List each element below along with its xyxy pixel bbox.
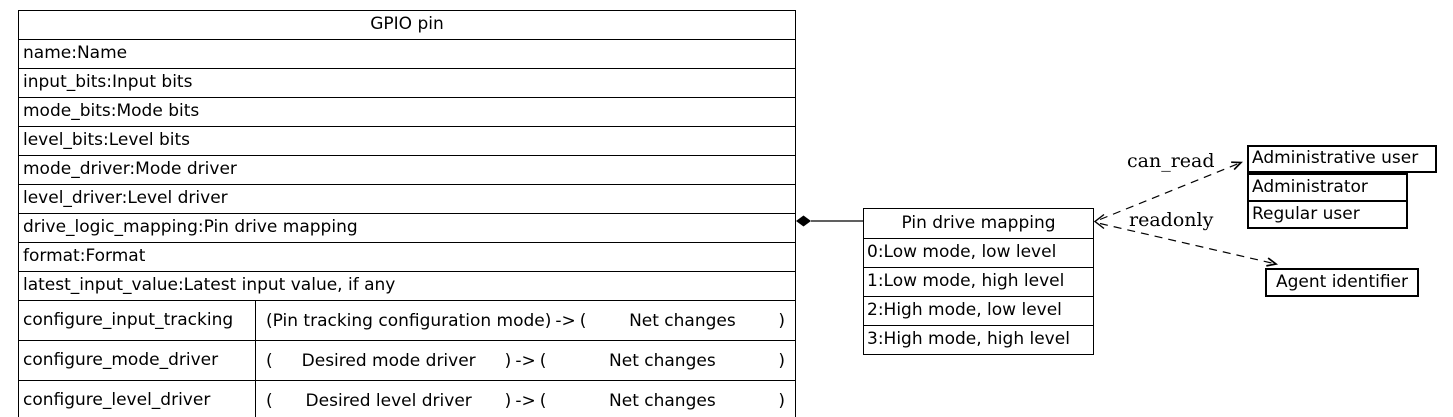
method-param: Pin tracking configuration mode [272,310,545,331]
method-signature: ( Pin tracking configuration mode ) -> (… [256,301,795,340]
can-read-edge-label: can_read [1127,150,1215,172]
pin-drive-mapping-enum: Pin drive mapping 0:Low mode, low level … [863,208,1094,355]
arrow-token: -> [555,310,576,331]
attribute-row: level_driver:Level driver [19,185,795,214]
paren-close: ) [504,390,512,411]
paren-close: ) [778,350,786,371]
enum-value-row: 0:Low mode, low level [864,239,1093,268]
paren-open: ( [539,390,547,411]
attribute-row: latest_input_value:Latest input value, i… [19,272,795,301]
paren-close: ) [778,310,785,331]
readonly-edge-label: readonly [1129,209,1214,231]
attribute-row: mode_bits:Mode bits [19,98,795,127]
paren-open: ( [266,310,273,331]
attribute-row: level_bits:Level bits [19,127,795,156]
method-name: configure_input_tracking [19,301,256,340]
paren-close: ) [504,350,512,371]
paren-open: ( [266,390,273,411]
method-result: Net changes [629,310,736,331]
enum-value-row: 1:Low mode, high level [864,268,1093,297]
role-row: Administrator [1249,175,1406,202]
role-row: Regular user [1252,204,1360,224]
gpio-pin-title: GPIO pin [19,11,795,40]
agent-identifier-node: Agent identifier [1265,268,1419,297]
attribute-row: format:Format [19,243,795,272]
method-param: Desired mode driver [301,350,476,371]
attribute-row: name:Name [19,40,795,69]
method-result: Net changes [609,390,716,411]
paren-open: ( [266,350,273,371]
composition-diamond-icon [796,215,811,227]
gpio-pin-class: GPIO pin name:Name input_bits:Input bits… [18,10,796,417]
method-name: configure_mode_driver [19,341,256,380]
paren-close: ) [778,390,786,411]
attribute-row: drive_logic_mapping:Pin drive mapping [19,214,795,243]
administrative-user-values: Administrator Regular user [1247,173,1408,229]
enum-value-row: 3:High mode, high level [867,329,1070,349]
enum-value-row: 2:High mode, low level [864,297,1093,326]
attribute-row: mode_driver:Mode driver [19,156,795,185]
method-signature: ( Desired mode driver ) -> ( Net changes… [256,341,795,380]
arrow-token: -> [515,350,536,371]
method-row: configure_input_tracking ( Pin tracking … [19,301,795,341]
paren-open: ( [579,310,587,331]
paren-close: ) [544,310,552,331]
method-row: configure_mode_driver ( Desired mode dri… [19,341,795,381]
method-result: Net changes [609,350,716,371]
arrow-token: -> [515,390,536,411]
vee-arrowhead-icon [1093,213,1105,230]
method-name: configure_level_driver [19,381,256,417]
enum-title: Pin drive mapping [864,209,1093,239]
attribute-row: input_bits:Input bits [19,69,795,98]
administrative-user-header: Administrative user [1247,145,1437,173]
paren-open: ( [539,350,547,371]
method-param: Desired level driver [305,390,472,411]
method-row: configure_level_driver ( Desired level d… [19,381,795,417]
method-signature: ( Desired level driver ) -> ( Net change… [256,381,795,417]
